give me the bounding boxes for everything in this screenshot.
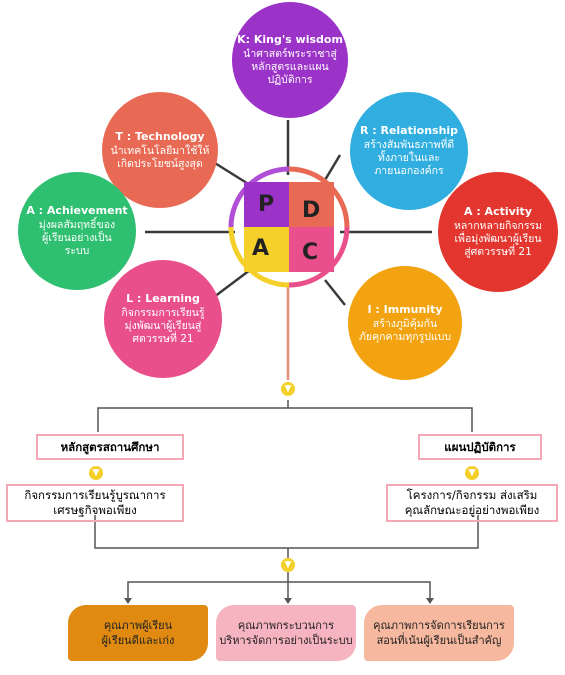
node-title: I : Immunity — [367, 302, 443, 316]
node-body: สร้างสัมพันธภาพที่ดี ทั้งภายในและ ภายนอก… — [363, 139, 455, 177]
node-king-wisdom: K: King's wisdom นำศาสตร์พระราชาสู่ หลัก… — [232, 2, 348, 118]
node-title: K: King's wisdom — [237, 33, 343, 46]
node-immunity: I : Immunity สร้างภูมิคุ้มกัน ภัยคุกคามท… — [348, 266, 462, 380]
chevron-down-icon: ▼ — [281, 558, 295, 572]
pdca-a: A — [252, 236, 270, 261]
pdca-c: C — [302, 240, 319, 265]
node-technology: T : Technology นำเทคโนโลยีมาใช้ให้ เกิดป… — [102, 92, 218, 208]
outcome-management-quality: คุณภาพกระบวนการ บริหารจัดการอย่างเป็นระบ… — [216, 605, 356, 661]
right-branch-detail: โครงการ/กิจกรรม ส่งเสริม คุณลักษณะอยู่อย… — [386, 484, 558, 522]
left-branch-header: หลักสูตรสถานศึกษา — [36, 434, 184, 460]
node-title: T : Technology — [115, 129, 205, 143]
node-achievement: A : Achievement มุ่งผลสัมฤทธิ์ของ ผู้เรี… — [18, 172, 136, 290]
node-learning: L : Learning กิจกรรมการเรียนรู้ มุ่งพัฒน… — [104, 260, 222, 378]
node-body: นำศาสตร์พระราชาสู่ หลักสูตรและแผน ปฏิบัต… — [243, 48, 337, 86]
outcome-teaching-quality: คุณภาพการจัดการเรียนการ สอนที่เน้นผู้เรี… — [364, 605, 514, 661]
pdca-ring — [228, 166, 350, 288]
right-branch-header: แผนปฏิบัติการ — [418, 434, 542, 460]
pdca-cycle: P D A C — [222, 160, 356, 294]
chevron-down-icon: ▼ — [281, 382, 295, 396]
node-body: นำเทคโนโลยีมาใช้ให้ เกิดประโยชน์สูงสุด — [110, 144, 210, 170]
chevron-down-icon: ▼ — [89, 466, 103, 480]
node-title: A : Activity — [463, 205, 532, 218]
node-body: หลากหลายกิจกรรม เพื่อมุ่งพัฒนาผู้เรียน ส… — [453, 220, 543, 258]
node-activity: A : Activity หลากหลายกิจกรรม เพื่อมุ่งพั… — [438, 172, 558, 292]
outcome-student-quality: คุณภาพผู้เรียน ผู้เรียนดีและเก่ง — [68, 605, 208, 661]
pdca-p: P — [258, 192, 275, 217]
left-branch-detail: กิจกรรมการเรียนรู้บูรณาการ เศรษฐกิจพอเพี… — [6, 484, 184, 522]
node-body: สร้างภูมิคุ้มกัน ภัยคุกคามทุกรูปแบบ — [359, 317, 451, 343]
node-title: R : Relationship — [359, 124, 459, 137]
node-title: L : Learning — [126, 292, 200, 305]
pdca-d: D — [302, 198, 321, 223]
node-body: มุ่งผลสัมฤทธิ์ของ ผู้เรียนอย่างเป็น ระบบ — [38, 219, 116, 257]
node-relationship: R : Relationship สร้างสัมพันธภาพที่ดี ทั… — [350, 92, 468, 210]
node-title: A : Achievement — [26, 204, 128, 217]
node-body: กิจกรรมการเรียนรู้ มุ่งพัฒนาผู้เรียนสู่ … — [121, 307, 205, 345]
chevron-down-icon: ▼ — [465, 466, 479, 480]
